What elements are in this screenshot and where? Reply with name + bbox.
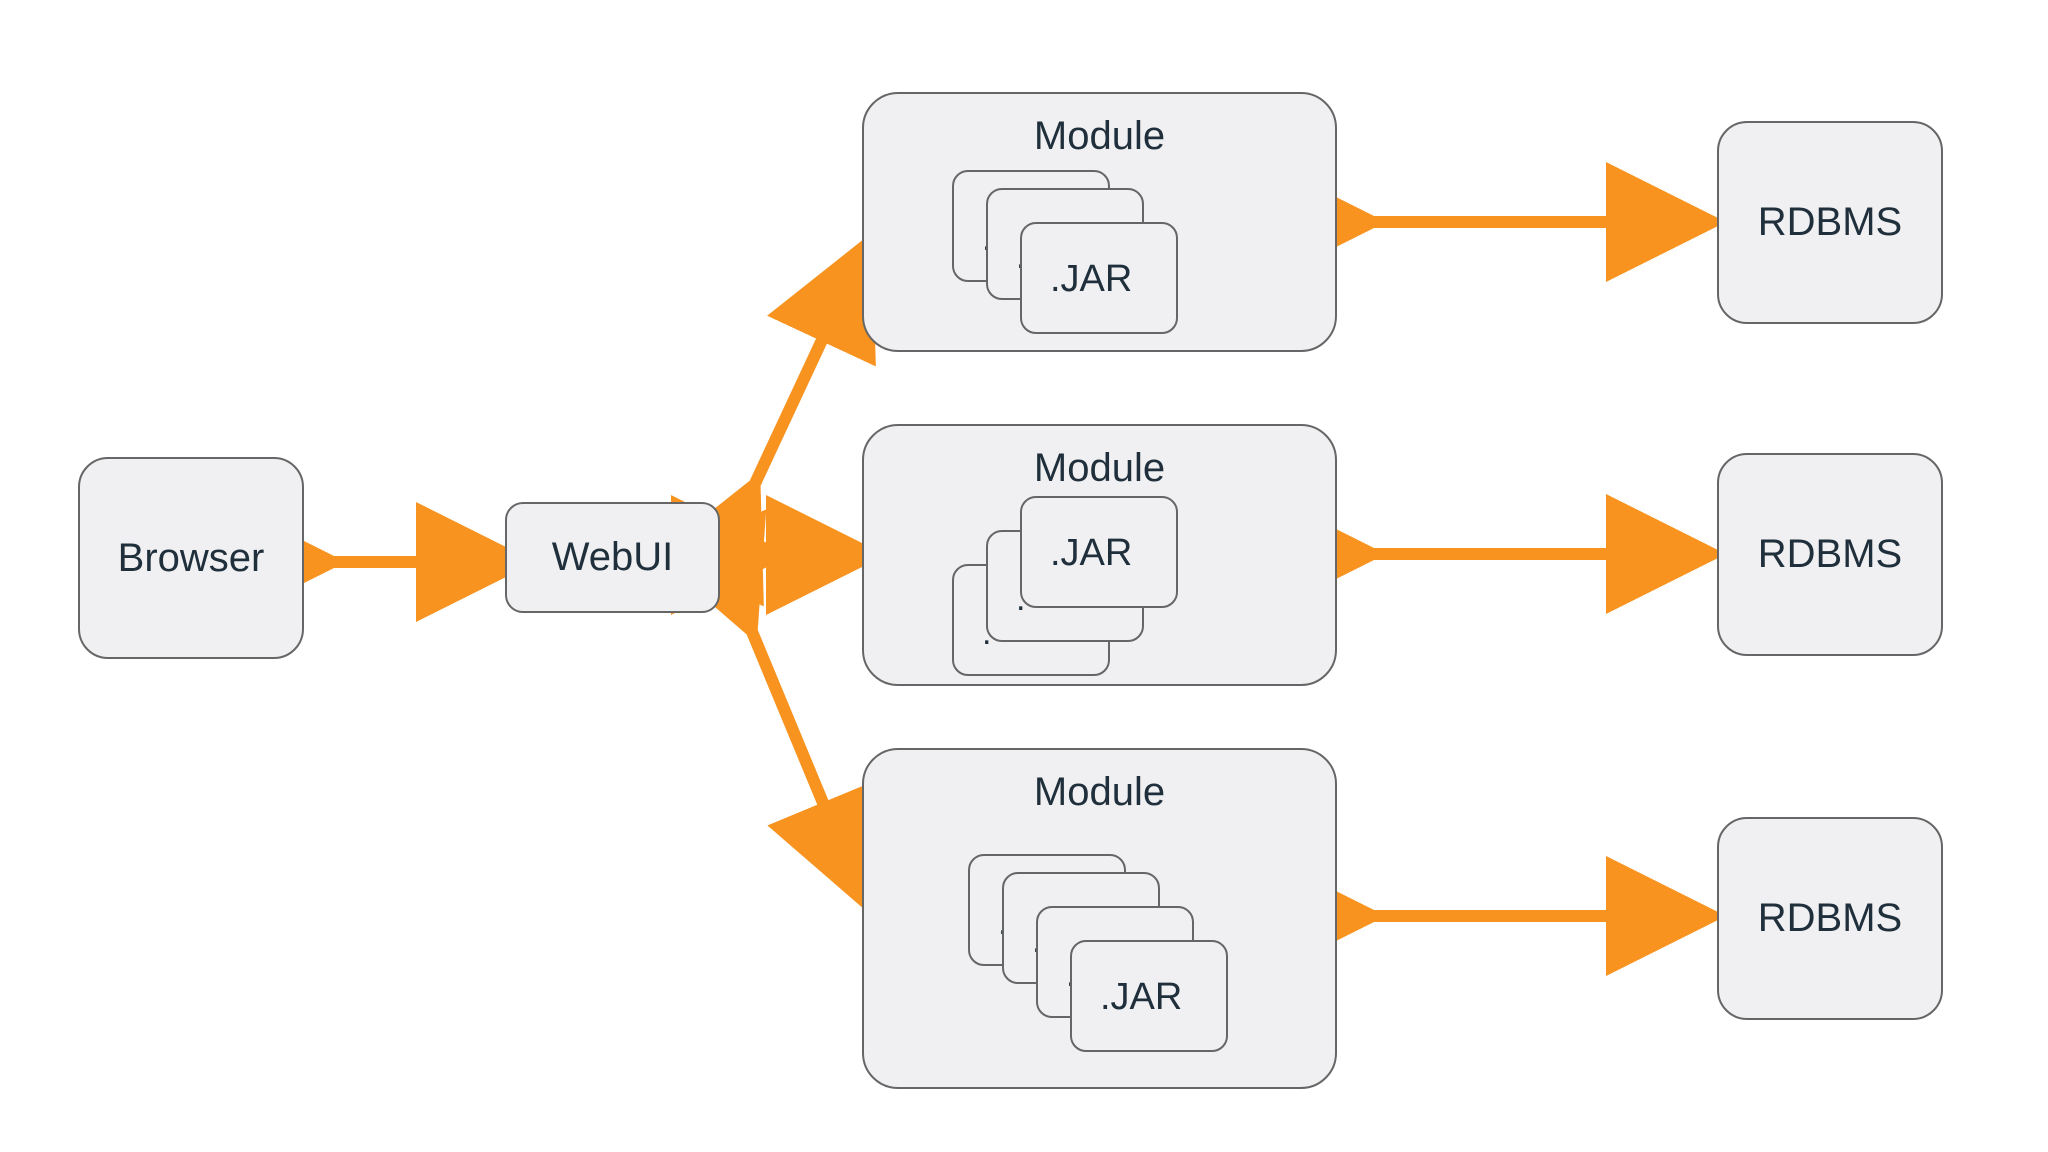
webui-node: WebUI [505,502,720,613]
jar-label: .JAR [1050,532,1133,574]
jar-label: .JAR [1050,258,1133,300]
arrow-webui-module-1 [655,232,876,607]
module-1-label: Module [1033,114,1166,158]
rdbms-node-1: RDBMS [1717,121,1943,324]
webui-label: WebUI [551,535,674,579]
jar-card-front: .JAR [1070,940,1228,1052]
browser-label: Browser [117,535,265,580]
jar-label: .JAR [1100,976,1183,1018]
module-node-3: Module . . . .JAR [862,748,1337,1089]
jar-card-front: .JAR [1020,496,1178,608]
rdbms-1-label: RDBMS [1757,200,1903,244]
rdbms-3-label: RDBMS [1757,896,1903,940]
rdbms-2-label: RDBMS [1757,532,1903,576]
module-node-2: Module . . .JAR [862,424,1337,686]
rdbms-node-3: RDBMS [1717,817,1943,1020]
rdbms-node-2: RDBMS [1717,453,1943,656]
module-node-1: Module . . .JAR [862,92,1337,352]
module-2-label: Module [1033,446,1166,490]
browser-node: Browser [78,457,304,659]
jar-card-front: .JAR [1020,222,1178,334]
arrow-webui-module-3 [655,509,879,914]
module-3-label: Module [1033,770,1166,814]
